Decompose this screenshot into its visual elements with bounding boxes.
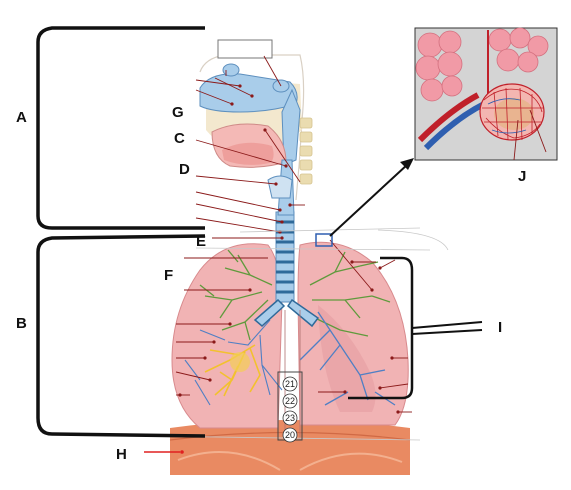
alveoli-inset — [414, 27, 558, 161]
label-f: F — [164, 267, 173, 284]
label-j: J — [518, 168, 526, 185]
label-g: G — [172, 104, 184, 121]
alveoli-zoom-box — [315, 233, 333, 247]
number-23: 23 — [282, 410, 298, 426]
i-pointer-bottom — [411, 329, 483, 335]
right-lung — [297, 241, 409, 426]
svg-text:23: 23 — [285, 413, 295, 423]
green-bronchioles-left — [199, 249, 273, 341]
number-22: 22 — [282, 393, 298, 409]
svg-text:21: 21 — [285, 379, 295, 389]
bracket-i — [348, 256, 414, 400]
label-h: H — [116, 446, 127, 463]
label-b: B — [16, 315, 27, 332]
label-e: E — [196, 233, 206, 250]
svg-text:20: 20 — [285, 430, 295, 440]
yellow-bronchioles — [204, 344, 261, 397]
svg-text:22: 22 — [285, 396, 295, 406]
bracket-a — [36, 26, 205, 230]
number-stack: 21 22 23 20 — [277, 371, 303, 443]
trachea — [253, 211, 320, 328]
number-20: 20 — [282, 427, 298, 443]
bracket-b — [36, 234, 206, 438]
i-pointer-top — [411, 321, 483, 329]
lung-leader-lines — [175, 236, 412, 414]
label-d: D — [179, 161, 190, 178]
label-a: A — [16, 109, 27, 126]
head-airway — [199, 39, 313, 216]
left-lung — [171, 243, 283, 429]
label-i: I — [498, 319, 502, 336]
number-21: 21 — [282, 376, 298, 392]
zoom-arrow-head — [400, 158, 414, 170]
green-bronchioles-right — [309, 251, 391, 337]
blue-bronchioles-right — [299, 311, 396, 406]
label-c: C — [174, 130, 185, 147]
zoom-arrow — [329, 163, 409, 237]
